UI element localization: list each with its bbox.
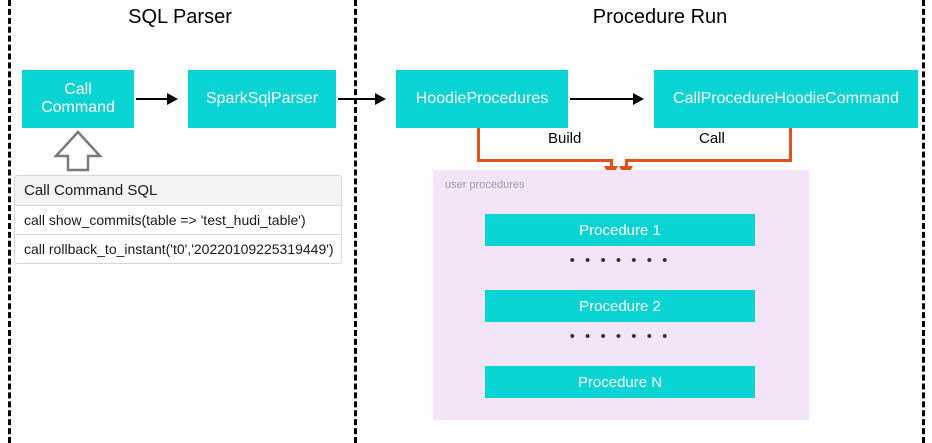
divider-middle: [354, 0, 357, 443]
connector-label-call: Call: [694, 130, 730, 147]
call-command-sql-table: Call Command SQL call show_commits(table…: [14, 175, 342, 264]
divider-right: [922, 0, 925, 443]
connector-call-vertical-left: [625, 159, 628, 169]
divider-left: [8, 0, 11, 443]
sql-table-header: Call Command SQL: [15, 176, 341, 206]
node-spark-sql-parser[interactable]: SparkSqlParser: [188, 70, 336, 128]
flow-arrow-right-icon: [338, 93, 386, 105]
procedure-item[interactable]: Procedure 1: [485, 214, 755, 246]
connector-label-build: Build: [543, 130, 587, 147]
connector-build-vertical-right: [610, 159, 613, 169]
procedure-item[interactable]: Procedure 2: [485, 290, 755, 322]
connector-call-horizontal: [625, 159, 792, 162]
sql-table-row: call show_commits(table => 'test_hudi_ta…: [15, 206, 341, 235]
flow-arrow-right-icon: [136, 93, 178, 105]
node-call-command[interactable]: Call Command: [22, 70, 134, 128]
connector-build-horizontal: [477, 159, 613, 162]
connector-build-vertical-left: [477, 128, 480, 162]
node-call-procedure-hoodie-command[interactable]: CallProcedureHoodieCommand: [654, 70, 918, 128]
section-title-procedure-run: Procedure Run: [592, 6, 728, 28]
flow-arrow-right-icon: [570, 93, 644, 105]
user-procedures-label: user procedures: [445, 179, 525, 191]
procedure-separator-dots: • • • • • • •: [569, 252, 671, 269]
sql-table-row: call rollback_to_instant('t0','202201092…: [24, 241, 334, 257]
section-title-sql-parser: SQL Parser: [128, 6, 232, 28]
node-hoodie-procedures[interactable]: HoodieProcedures: [396, 70, 568, 128]
procedure-separator-dots: • • • • • • •: [569, 328, 671, 345]
connector-call-vertical-right: [789, 128, 792, 162]
arrow-up-icon: [53, 130, 103, 172]
procedure-item[interactable]: Procedure N: [485, 366, 755, 398]
user-procedures-panel: user procedures Procedure 1 • • • • • • …: [433, 170, 809, 420]
